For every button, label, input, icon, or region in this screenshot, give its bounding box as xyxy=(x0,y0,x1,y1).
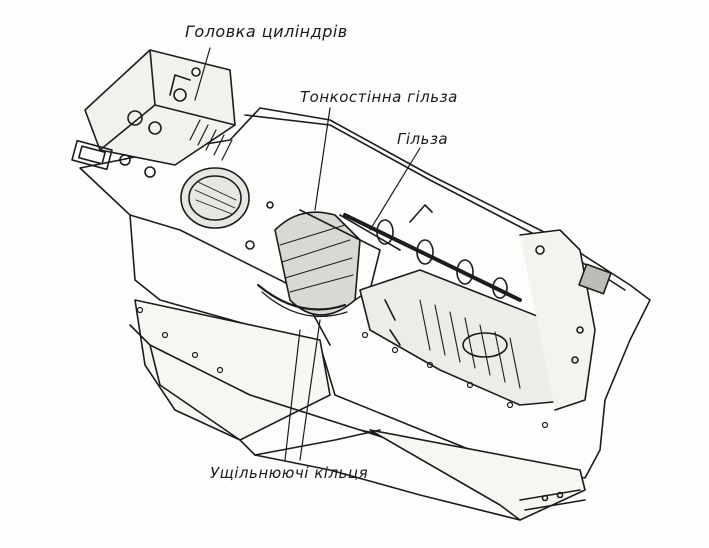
block-left-face xyxy=(129,214,331,346)
bolt-holes xyxy=(136,306,549,429)
upper-cylinder-bore xyxy=(180,167,274,250)
thin-wall-sleeve xyxy=(256,209,401,318)
block-outline xyxy=(79,107,651,479)
cylinder-head xyxy=(71,49,236,178)
end-wall xyxy=(519,229,612,411)
cylinder-cutaway xyxy=(359,269,576,406)
leader-lines xyxy=(194,47,421,461)
label-sleeve: Гільза xyxy=(397,130,449,148)
label-cylinder-head: Головка циліндрів xyxy=(185,22,348,41)
label-sealing-rings: Ущільнюючі кільця xyxy=(210,464,369,482)
bottom-flange xyxy=(369,429,586,521)
crankshaft xyxy=(343,204,522,302)
label-thin-wall-sleeve: Тонкостінна гільза xyxy=(300,88,458,106)
